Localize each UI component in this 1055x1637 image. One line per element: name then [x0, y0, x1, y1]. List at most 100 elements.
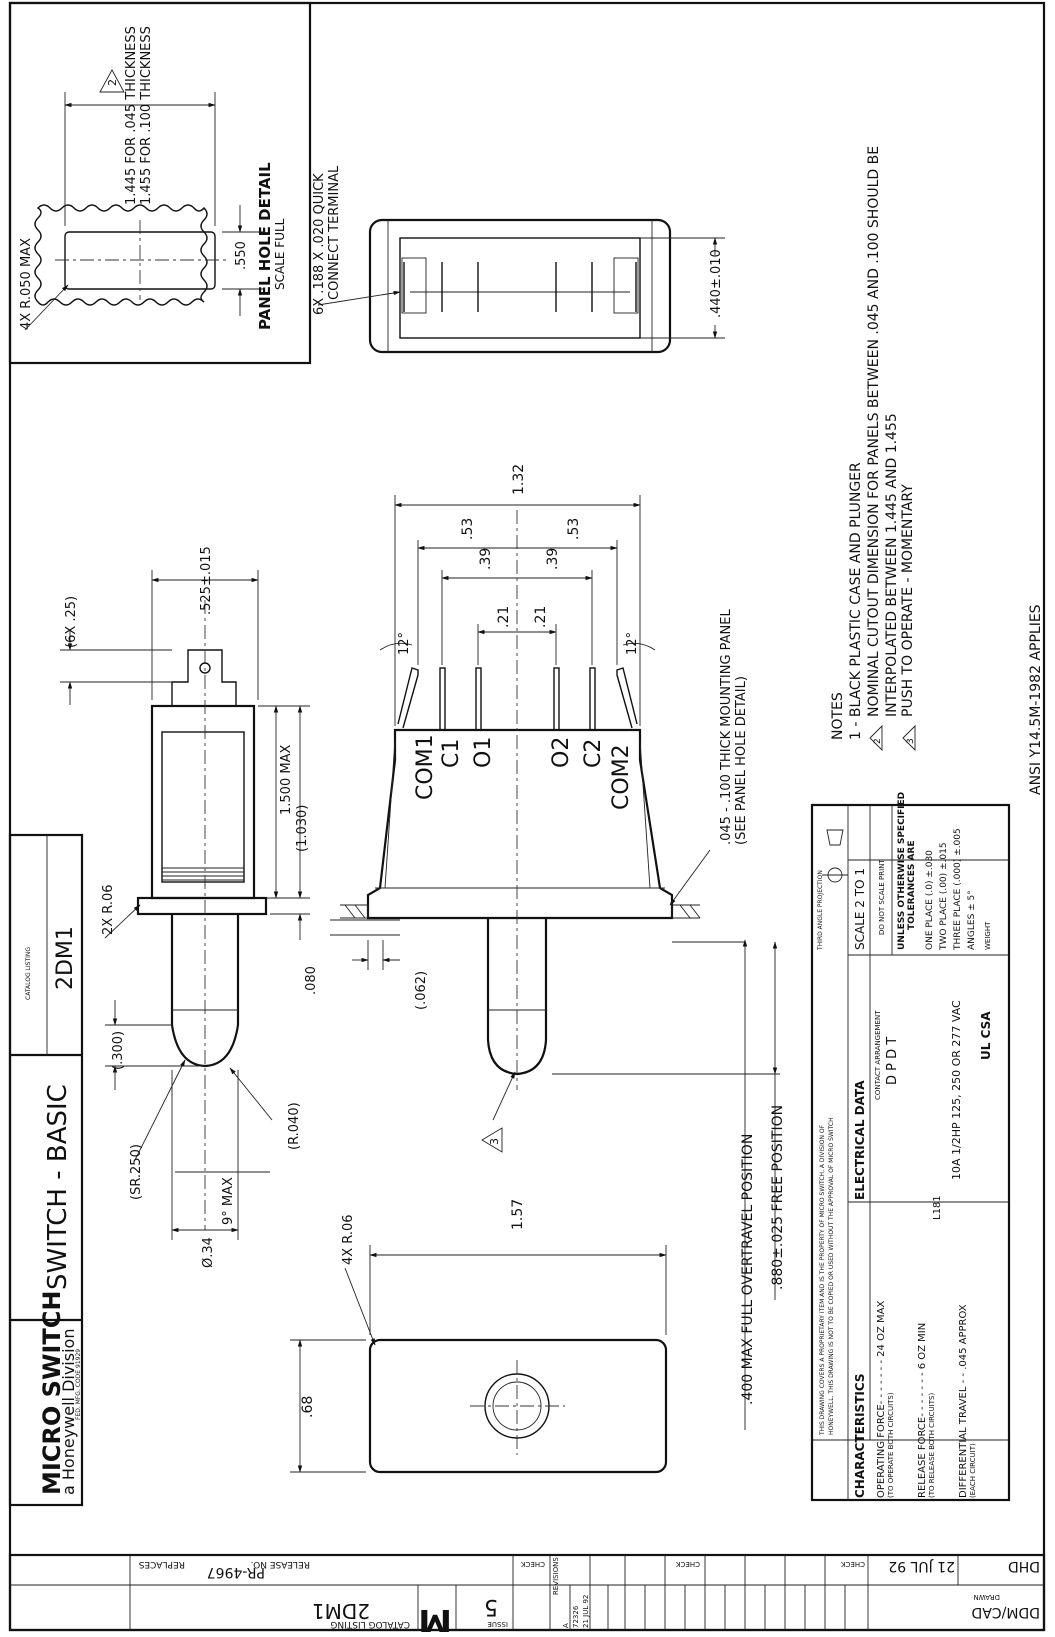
note-2: NOMINAL CUTOUT DIMENSION FOR PANELS BETW… [866, 146, 882, 717]
release-force: RELEASE FORCE- - - - - - - 6 OZ MIN [917, 1323, 928, 1498]
front-dim-53-right: .53 [566, 518, 582, 540]
terminal-com2: COM2 [609, 744, 634, 810]
side-dim-2x-r06: 2X R.06 [101, 884, 116, 935]
characteristics-heading: CHARACTERISTICS [853, 1373, 867, 1498]
proprietary-line1: THIS DRAWING COVERS A PROPRIETARY ITEM A… [819, 1124, 826, 1436]
contact-arrangement-value: D P D T [885, 1037, 900, 1085]
thickness-045-label: 1.445 FOR .045 THICKNESS [124, 26, 139, 205]
revisions-label: REVISIONS [552, 1557, 560, 1595]
panel-hole-detail: 4X R.050 MAX .550 1.445 FOR .045 THICKNE… [8, 1, 312, 365]
terminal-com1: COM1 [413, 734, 438, 800]
check-label-2: CHECK [676, 1560, 700, 1568]
front-dim-53-left: .53 [460, 518, 476, 540]
note-3-flag: 3 [906, 738, 916, 744]
side-dim-6x25: (6X .25) [64, 596, 79, 648]
catalog-listing-label: CATALOG LISTING [330, 1619, 410, 1629]
note-2-cont: INTERPOLATED BETWEEN 1.445 AND 1.455 [884, 413, 900, 717]
differential-travel: DIFFERENTIAL TRAVEL - - .045 APPROX [958, 1304, 969, 1498]
notes-block: NOTES 1 - BLACK PLASTIC CASE AND PLUNGER… [830, 146, 1044, 795]
drawing-title: SWITCH - BASIC [43, 1084, 73, 1290]
revision-number: 72326 [572, 1605, 580, 1628]
overtravel-dim: .400 MAX FULL OVERTRAVEL POSITION [740, 1134, 756, 1405]
do-not-scale: DO NOT SCALE PRINT [878, 859, 886, 935]
panel-width-dim: .550 [234, 241, 249, 270]
thickness-100-label: 1.455 FOR .100 THICKNESS [139, 26, 154, 205]
drawing-scale: SCALE 2 TO 1 [853, 868, 867, 950]
electrical-rating: 10A 1/2HP 125, 250 OR 277 VAC [950, 1000, 963, 1180]
drawn-label: DRAWN [973, 1593, 1000, 1601]
agency-file: L181 [932, 1195, 943, 1220]
tolerance-angles: ANGLES ± 5° [967, 890, 977, 950]
panel-detail-title: PANEL HOLE DETAIL [256, 162, 274, 330]
terminal-c2: C2 [581, 739, 606, 768]
terminal-o1: O1 [471, 737, 496, 768]
front-dim-21-left: .21 [496, 606, 512, 628]
side-dim-300: (.300) [111, 1031, 126, 1070]
front-overall-dim: 1.32 [511, 464, 527, 495]
ddm-cad: DDM/CAD [972, 1604, 1041, 1620]
ansi-note: ANSI Y14.5M-1982 APPLIES [1028, 604, 1044, 795]
electrical-heading: ELECTRICAL DATA [853, 1080, 867, 1200]
panel-radius-label: 4X R.050 MAX [19, 238, 34, 330]
front-dim-062: (.062) [414, 971, 429, 1010]
terminal-label-line1: 6X .188 X .020 QUICK [312, 173, 327, 315]
plan-dim-4x-r06: 4X R.06 [341, 1214, 356, 1265]
note-2-flag: 2 [873, 738, 883, 744]
drawn-initials: DHD [1008, 1558, 1040, 1574]
fed-code: FED. MFG. CODE 91929 [75, 1349, 82, 1420]
front-angle-right: 12° [625, 632, 640, 655]
terminal-label-line2: CONNECT TERMINAL [327, 165, 342, 300]
catalog-heading: CATALOG LISTING [25, 947, 32, 1000]
front-dim-39-right: .39 [545, 548, 561, 570]
operating-force: OPERATING FORCE- - - - - - - 24 OZ MAX [876, 1301, 887, 1498]
front-dim-39-left: .39 [478, 548, 494, 570]
check-label-1: CHECK [521, 1560, 545, 1568]
revision-date: 21 JUL 92 [582, 1595, 590, 1628]
note-3: PUSH TO OPERATE - MOMENTARY [900, 484, 916, 717]
revision-block: REPLACES RELEASE NO. PR-4967 CHECK CHECK… [8, 1553, 1046, 1637]
front-note-flag: 3 [488, 1138, 501, 1145]
release-number: PR-4967 [207, 1564, 265, 1580]
projection-label: THIRD ANGLE PROJECTION [817, 870, 824, 951]
contact-arrangement-label: CONTACT ARRANGEMENT [874, 1010, 882, 1100]
agency-marks: UL CSA [979, 1011, 993, 1060]
tolerance-two-place: TWO PLACE (.00) ±.015 [939, 842, 949, 951]
issue-number: 5 [484, 1594, 498, 1619]
tolerances-heading: UNLESS OTHERWISE SPECIFIED [897, 792, 907, 950]
brand-logo: MICRO SWITCH [38, 1291, 66, 1495]
title-block: MICRO SWITCH a Honeywell Division FED. M… [8, 792, 1011, 1507]
panel-detail-scale: SCALE FULL [273, 218, 287, 290]
tolerance-three-place: THREE PLACE (.000) ±.005 [953, 828, 963, 951]
side-dim-9deg: 9° MAX [221, 1177, 236, 1225]
differential-travel-sub: (EACH CIRCUIT) [969, 1443, 977, 1498]
free-position-dim: .880±.025 FREE POSITION [770, 1105, 786, 1290]
catalog-listing-rev: 2DM1 [312, 1599, 370, 1623]
issue-label: ISSUE [488, 1620, 509, 1628]
side-dim-525: .525±.015 [199, 546, 214, 615]
side-dim-1030: (1.030) [295, 805, 310, 852]
terminal-c1: C1 [439, 739, 464, 768]
drawn-date: 21 JUL 92 [888, 1558, 955, 1574]
side-view: (6X .25) .525±.015 1.500 MAX (1.030) 2X … [60, 546, 319, 1268]
revision-letter: A [562, 1623, 570, 1628]
mounting-panel-note2: (SEE PANEL HOLE DETAIL) [734, 676, 749, 845]
side-dim-r040: (R.040) [287, 1102, 302, 1150]
proprietary-line2: HONEYWELL. THIS DRAWING IS NOT TO BE COP… [828, 1117, 835, 1435]
terminal-o2: O2 [549, 737, 574, 768]
replaces-label: REPLACES [138, 1559, 185, 1569]
terminal-end-view: 6X .188 X .020 QUICK CONNECT TERMINAL .4… [312, 165, 725, 354]
release-no-label: RELEASE NO. [251, 1559, 310, 1569]
release-force-sub: (TO RELEASE BOTH CIRCUITS) [928, 1393, 936, 1498]
front-angle-left: 12° [397, 632, 412, 655]
side-dim-1500: 1.500 MAX [279, 745, 294, 815]
tolerances-heading2: TOLERANCES ARE [907, 840, 917, 930]
weight-label: WEIGHT [984, 921, 992, 950]
operating-force-sub: (TO OPERATE BOTH CIRCUITS) [887, 1392, 895, 1498]
plan-dim-68: .68 [300, 1396, 316, 1418]
side-dim-sr250: (SR.250) [129, 1144, 144, 1200]
notes-heading: NOTES [830, 692, 846, 740]
mounting-panel-note: .045 - .100 THICK MOUNTING PANEL [719, 609, 734, 845]
side-dim-080: .080 [304, 966, 319, 995]
